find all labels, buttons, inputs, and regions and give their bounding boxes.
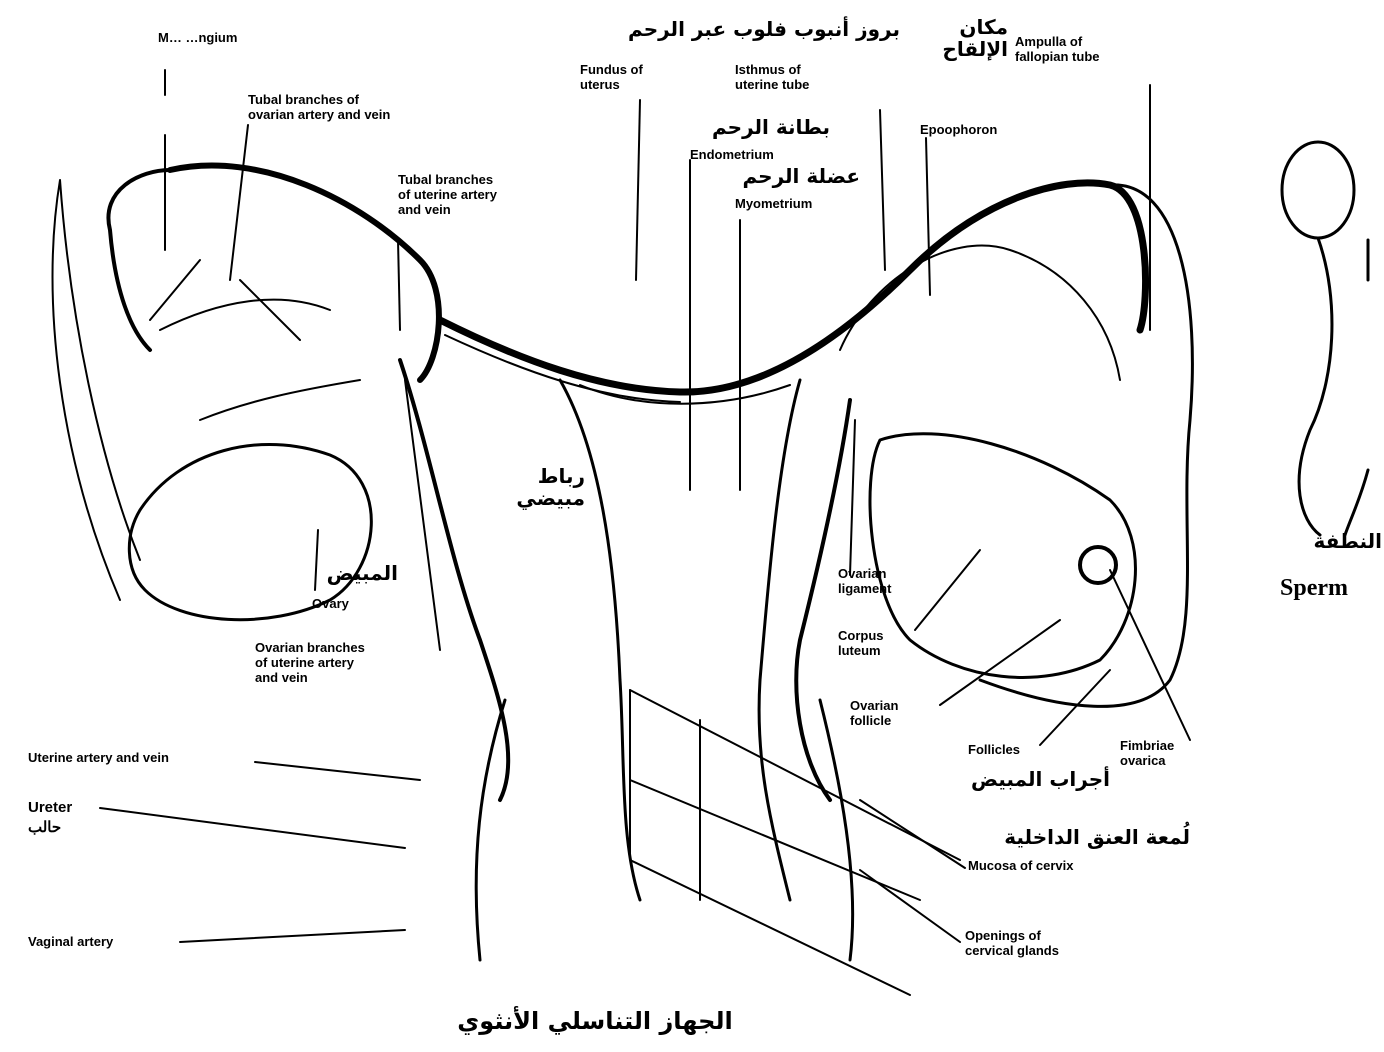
label-tubal-branches-ovarian: Tubal branches of ovarian artery and vei…	[248, 92, 390, 122]
section-plane-3	[630, 860, 910, 995]
left-fimbriae	[108, 170, 170, 350]
label-follicles: Follicles	[968, 742, 1020, 757]
label-ureter: Ureter حالب	[28, 798, 72, 838]
right-tube-loop	[980, 185, 1192, 707]
caption: الجهاز التناسلي الأنثوي	[440, 1008, 750, 1034]
label-ovary: Ovary	[312, 596, 349, 611]
right-epoophoron-region	[840, 246, 1120, 380]
vagina-wall-right	[820, 700, 853, 960]
label-uterine-artery: Uterine artery and vein	[28, 750, 169, 765]
uterus-body	[560, 380, 800, 680]
label-vaginal-artery: Vaginal artery	[28, 934, 113, 949]
label-ovarian-ligament-ar: رباط مبيضي	[490, 465, 585, 509]
label-follicles-ar: أجراب المبيض	[925, 768, 1110, 790]
right-follicle	[1080, 547, 1116, 583]
label-ovarian-follicle: Ovarian follicle	[850, 698, 898, 728]
label-tubal-branches-uterine: Tubal branches of uterine artery and vei…	[398, 172, 497, 217]
left-ovary	[129, 444, 371, 619]
label-mucosa: Mucosa of cervix	[968, 858, 1074, 873]
label-ampulla-ar: مكان الإلقاح	[918, 16, 1008, 60]
label-epoophoron: Epoophoron	[920, 122, 997, 137]
label-mucosa-ar: لُمعة العنق الداخلية	[960, 826, 1190, 848]
sperm-drawing	[1282, 142, 1368, 535]
right-vessels	[796, 400, 850, 800]
label-isthmus: Isthmus of uterine tube	[735, 62, 809, 92]
label-endometrium-ar: بطانة الرحم	[690, 116, 830, 138]
label-sperm: Sperm	[1280, 575, 1348, 601]
label-myometrium-ar: عضلة الرحم	[705, 165, 860, 187]
label-ampulla: Ampulla of fallopian tube	[1015, 34, 1100, 64]
left-vessels	[400, 360, 508, 800]
label-mesosalpinx: M… …ngium	[158, 30, 237, 45]
right-ovary	[870, 434, 1135, 678]
label-sperm-ar: النطفة	[1290, 530, 1382, 552]
label-cervical-glands: Openings of cervical glands	[965, 928, 1059, 958]
label-ovarian-branches: Ovarian branches of uterine artery and v…	[255, 640, 365, 685]
label-myometrium: Myometrium	[735, 196, 812, 211]
label-endometrium: Endometrium	[690, 147, 774, 162]
left-broad-ligament	[53, 180, 141, 600]
leader-lines	[100, 70, 1190, 942]
label-fundus: Fundus of uterus	[580, 62, 643, 92]
label-corpus-luteum: Corpus luteum	[838, 628, 884, 658]
label-ovarian-ligament: Ovarian ligament	[838, 566, 891, 596]
label-ovary-ar: المبيض	[318, 562, 398, 584]
uterine-tube	[440, 183, 1146, 392]
label-fundus-ar: بروز أنبوب فلوب عبر الرحم	[555, 18, 900, 40]
left-vessel-branches	[150, 260, 360, 420]
vagina-wall-left	[476, 700, 505, 960]
label-fimbriae: Fimbriae ovarica	[1120, 738, 1174, 768]
section-plane-1	[630, 690, 960, 860]
